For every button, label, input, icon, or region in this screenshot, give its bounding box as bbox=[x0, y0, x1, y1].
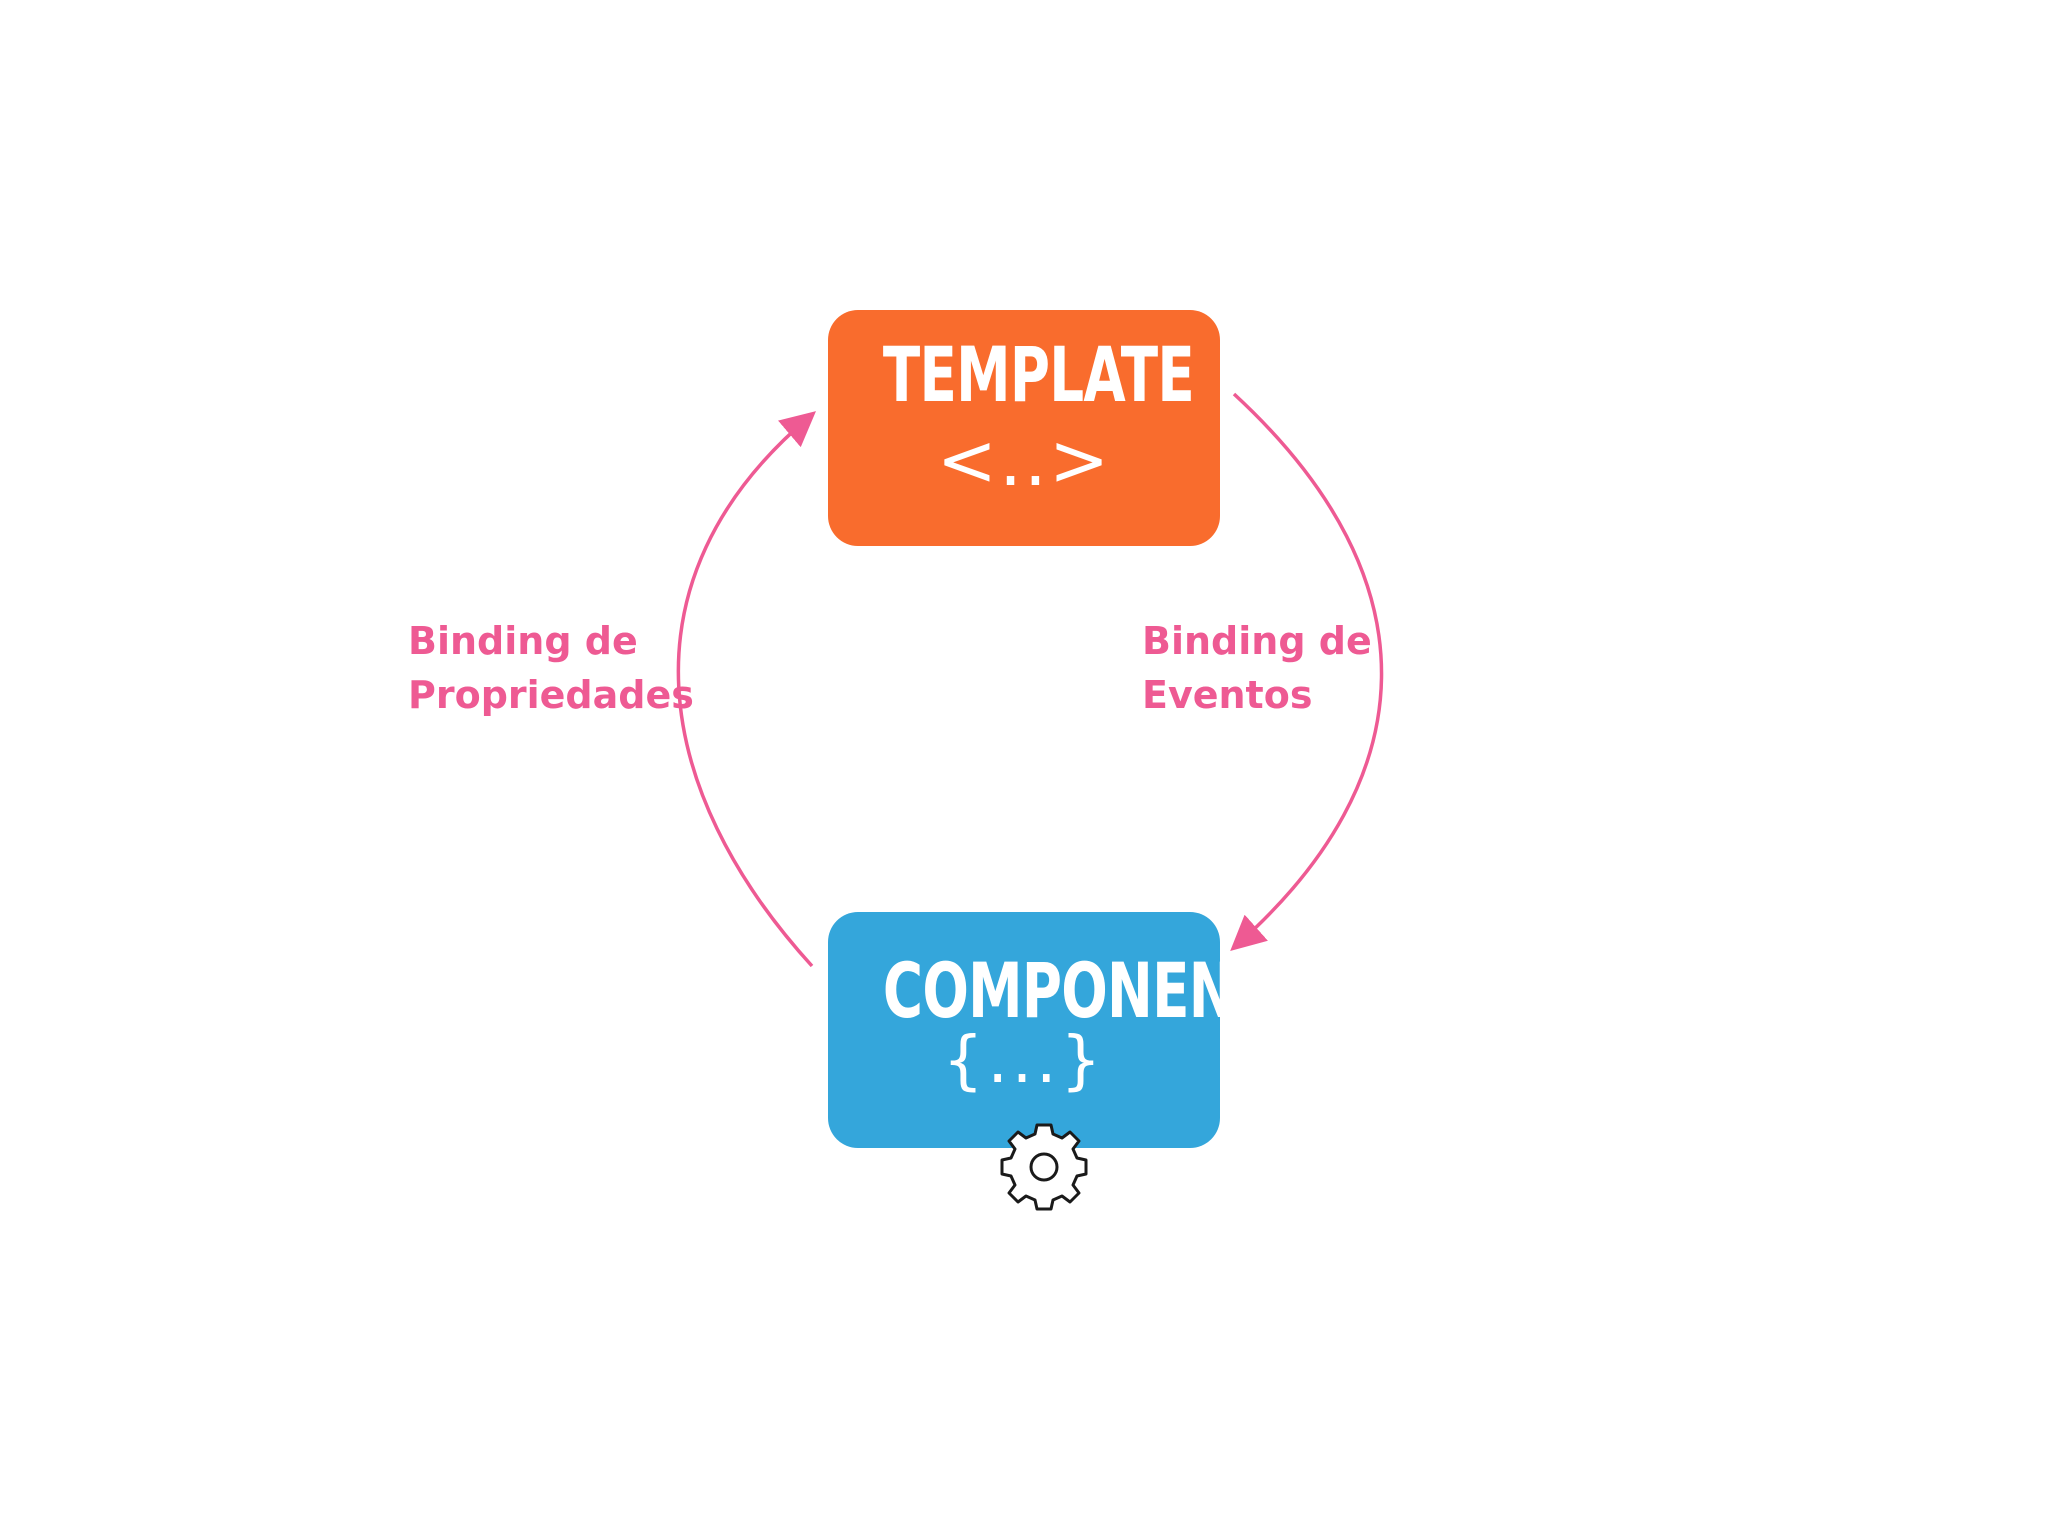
template-symbol: <..> bbox=[936, 418, 1112, 502]
property-binding-label: Binding de Propriedades bbox=[408, 614, 694, 722]
property-binding-label-line1: Binding de bbox=[408, 619, 638, 663]
componente-box: COMPONENTE {...} bbox=[828, 912, 1308, 1148]
event-binding-arrow bbox=[1230, 392, 1384, 951]
event-binding-label-line2: Eventos bbox=[1142, 673, 1313, 717]
event-binding-label-line1: Binding de bbox=[1142, 619, 1372, 663]
componente-symbol: {...} bbox=[942, 1024, 1106, 1098]
property-binding-arrow bbox=[676, 411, 816, 968]
template-title: TEMPLATE bbox=[882, 330, 1195, 419]
property-binding-label-line2: Propriedades bbox=[408, 673, 694, 717]
componente-title: COMPONENTE bbox=[882, 946, 1308, 1035]
event-binding-label: Binding de Eventos bbox=[1142, 614, 1372, 722]
template-box: TEMPLATE <..> bbox=[828, 310, 1220, 546]
